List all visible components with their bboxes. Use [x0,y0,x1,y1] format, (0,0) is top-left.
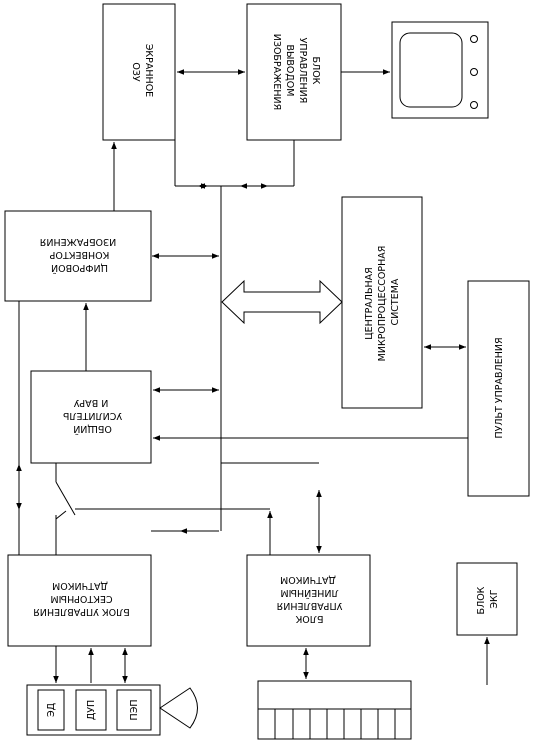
probe-beam-cone [159,687,198,729]
amplifier-label: ОБЩИЙ УСИЛИТЕЛЬ И ВАРУ [60,397,122,435]
sector-control-block: БЛОК УПРАВЛЕНИЯ СЕКТОРНЫМ ДАТЧИКОМ [7,554,152,647]
linear-probe [257,680,412,740]
monitor-icon [391,21,489,119]
probe-label-ed: ЭД [46,703,57,717]
control-panel-block: ПУЛЬТ УПРАВЛЕНИЯ [467,280,530,497]
cpu-label: ЦЕНТРАЛЬНАЯ МИКРОПРОЦЕССОРНАЯ СИСТЕМА [364,243,401,362]
linear-control-label: БЛОК УПРАВЛЕНИЯ ЛИНЕЙНЫМ ДАТЧИКОМ [274,574,343,624]
amplifier-block: ОБЩИЙ УСИЛИТЕЛЬ И ВАРУ [30,370,152,464]
linear-control-block: БЛОК УПРАВЛЕНИЯ ЛИНЕЙНЫМ ДАТЧИКОМ [246,554,371,647]
cpu-block: ЦЕНТРАЛЬНАЯ МИКРОПРОЦЕССОРНАЯ СИСТЕМА [341,196,423,409]
screen-ram-block: ЭКРАННОЕ ОЗУ [102,3,176,141]
sector-probe: ЭД ДУП ПЭП [26,684,198,736]
data-bus-arrow [221,279,343,325]
probe-label-pep: ПЭП [129,700,140,721]
digital-converter-label: ЦИФРОВОЙ КОНВЕКТОР ИЗОБРАЖЕНИЯ [40,236,117,274]
screen-ram-label: ЭКРАННОЕ ОЗУ [130,44,154,100]
ecg-label: БЛОК ЭКГ [476,584,500,615]
control-panel-label: ПУЛЬТ УПРАВЛЕНИЯ [494,337,505,438]
ecg-block: БЛОК ЭКГ [456,562,518,636]
display-control-block: БЛОК УПРАВЛЕНИЯ ВЫВОДОМ ИЗОБРАЖЕНИЯ [246,3,342,141]
digital-converter-block: ЦИФРОВОЙ КОНВЕКТОР ИЗОБРАЖЕНИЯ [4,210,152,302]
sector-control-label: БЛОК УПРАВЛЕНИЯ СЕКТОРНЫМ ДАТЧИКОМ [30,580,130,617]
display-control-label: БЛОК УПРАВЛЕНИЯ ВЫВОДОМ ИЗОБРАЖЕНИЯ [271,34,321,111]
probe-label-dup: ДУП [86,700,97,720]
connections [16,69,490,685]
